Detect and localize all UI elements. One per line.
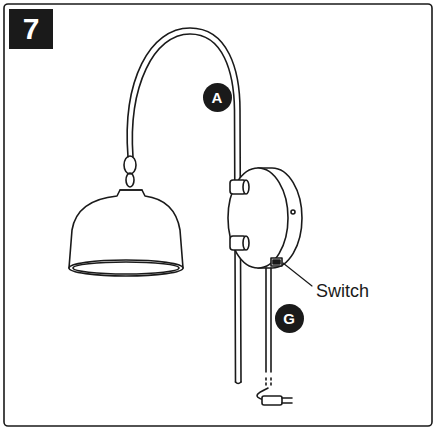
cord-break bbox=[266, 378, 271, 388]
switch-rocker bbox=[273, 260, 280, 264]
shade-cap bbox=[120, 189, 142, 191]
lamp-shade bbox=[69, 190, 183, 268]
arm-end bbox=[236, 382, 242, 384]
callout-circle bbox=[203, 83, 232, 112]
leader-line bbox=[283, 263, 312, 286]
callout-letter: A bbox=[203, 83, 232, 112]
callout-letter: G bbox=[275, 304, 304, 333]
switch bbox=[271, 258, 282, 266]
part-label: Switch bbox=[316, 282, 369, 302]
mount-knob bbox=[243, 180, 249, 194]
step-box bbox=[9, 9, 53, 49]
cord bbox=[266, 268, 271, 372]
step-number: 7 bbox=[9, 9, 53, 49]
shade-rim-inner bbox=[73, 262, 179, 274]
callout-letter: G bbox=[283, 311, 295, 326]
wall-plate bbox=[228, 168, 288, 268]
plug bbox=[262, 396, 282, 405]
chain-link bbox=[126, 173, 134, 187]
callout-letter: A bbox=[212, 90, 223, 105]
shade-rim bbox=[69, 260, 183, 276]
plug-prongs bbox=[282, 398, 292, 403]
panel-border bbox=[4, 4, 432, 426]
screw bbox=[291, 210, 295, 214]
mount-knob bbox=[243, 236, 249, 250]
step-number: 7 bbox=[23, 14, 40, 44]
chain-link bbox=[124, 156, 136, 174]
callout-circle bbox=[275, 304, 304, 333]
